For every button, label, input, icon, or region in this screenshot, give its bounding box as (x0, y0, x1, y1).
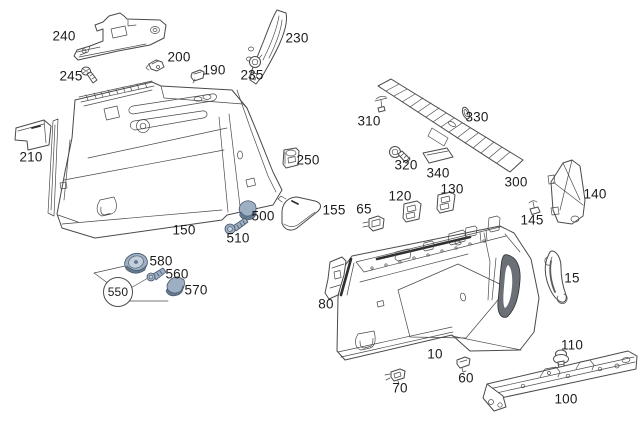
part-label-140[interactable]: 140 (583, 186, 607, 202)
part-label-340[interactable]: 340 (426, 165, 450, 181)
part-155-drawing (277, 195, 321, 231)
part-245-drawing (81, 66, 98, 84)
part-label-300[interactable]: 300 (504, 174, 528, 190)
part-label-250[interactable]: 250 (296, 152, 320, 168)
part-70-drawing (384, 368, 406, 385)
part-145-drawing (528, 200, 541, 215)
part-110-drawing (553, 349, 569, 369)
part-10-drawing (336, 215, 540, 361)
part-label-320[interactable]: 320 (394, 157, 418, 173)
part-label-510[interactable]: 510 (226, 230, 250, 246)
part-label-65[interactable]: 65 (356, 201, 372, 217)
part-label-230[interactable]: 230 (285, 30, 309, 46)
part-140-drawing (547, 159, 586, 225)
part-label-235[interactable]: 235 (240, 67, 264, 83)
part-label-70[interactable]: 70 (392, 380, 408, 396)
part-150-drawing (47, 80, 283, 239)
part-200-drawing (145, 59, 165, 72)
part-330-drawing (461, 106, 471, 120)
part-label-310[interactable]: 310 (357, 113, 381, 129)
part-label-145[interactable]: 145 (520, 212, 544, 228)
part-label-580[interactable]: 580 (149, 253, 173, 269)
part-label-245[interactable]: 245 (59, 68, 83, 84)
part-label-570[interactable]: 570 (184, 282, 208, 298)
part-label-150[interactable]: 150 (172, 222, 196, 238)
part-label-155[interactable]: 155 (322, 202, 346, 218)
part-340-drawing (422, 147, 454, 164)
part-15-drawing (544, 250, 568, 304)
part-65-drawing (362, 215, 385, 232)
part-570-drawing (165, 276, 185, 297)
part-510-drawing (224, 217, 249, 235)
part-label-80[interactable]: 80 (318, 296, 334, 312)
kit-550-leader-lines (93, 265, 169, 302)
part-label-60[interactable]: 60 (458, 370, 474, 386)
part-320-drawing (389, 146, 411, 164)
part-label-240[interactable]: 240 (52, 28, 76, 44)
part-130-drawing (436, 191, 456, 214)
part-60-drawing (456, 356, 471, 373)
part-210-drawing (14, 119, 52, 151)
part-label-120[interactable]: 120 (388, 188, 412, 204)
part-label-500[interactable]: 500 (251, 208, 275, 224)
part-label-130[interactable]: 130 (440, 181, 464, 197)
part-100-drawing (482, 350, 638, 412)
part-label-200[interactable]: 200 (167, 49, 191, 65)
part-label-10[interactable]: 10 (427, 346, 443, 362)
part-235-drawing (249, 54, 263, 68)
part-190-drawing (190, 69, 205, 84)
part-80-drawing (324, 256, 347, 300)
part-300-drawing (377, 78, 524, 173)
part-500-drawing (238, 200, 257, 221)
part-560-drawing (146, 267, 167, 282)
part-label-550[interactable]: 550 (103, 277, 133, 307)
part-label-190[interactable]: 190 (202, 62, 226, 78)
part-240-drawing (73, 12, 167, 61)
part-label-15[interactable]: 15 (564, 270, 580, 286)
part-label-330[interactable]: 330 (465, 109, 489, 125)
part-120-drawing (402, 200, 422, 223)
part-label-100[interactable]: 100 (554, 391, 578, 407)
part-250-drawing (282, 147, 300, 169)
part-label-210[interactable]: 210 (19, 149, 43, 165)
part-580-drawing (124, 252, 148, 274)
part-label-560[interactable]: 560 (165, 266, 189, 282)
part-label-110[interactable]: 110 (560, 337, 584, 353)
part-310-drawing (374, 95, 388, 113)
